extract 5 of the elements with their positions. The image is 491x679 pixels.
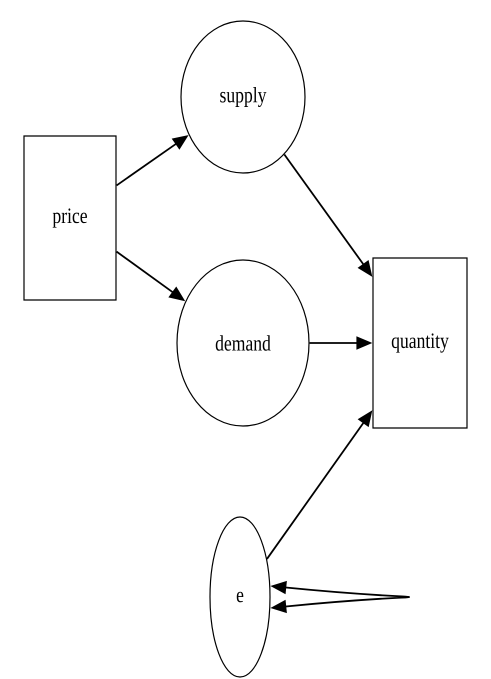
process-box: quantity — [372, 257, 468, 429]
process-box: price — [23, 135, 117, 301]
ellipse-node: supply — [180, 20, 306, 174]
ellipse-node: e — [209, 516, 271, 678]
ellipse-node: demand — [176, 259, 310, 427]
